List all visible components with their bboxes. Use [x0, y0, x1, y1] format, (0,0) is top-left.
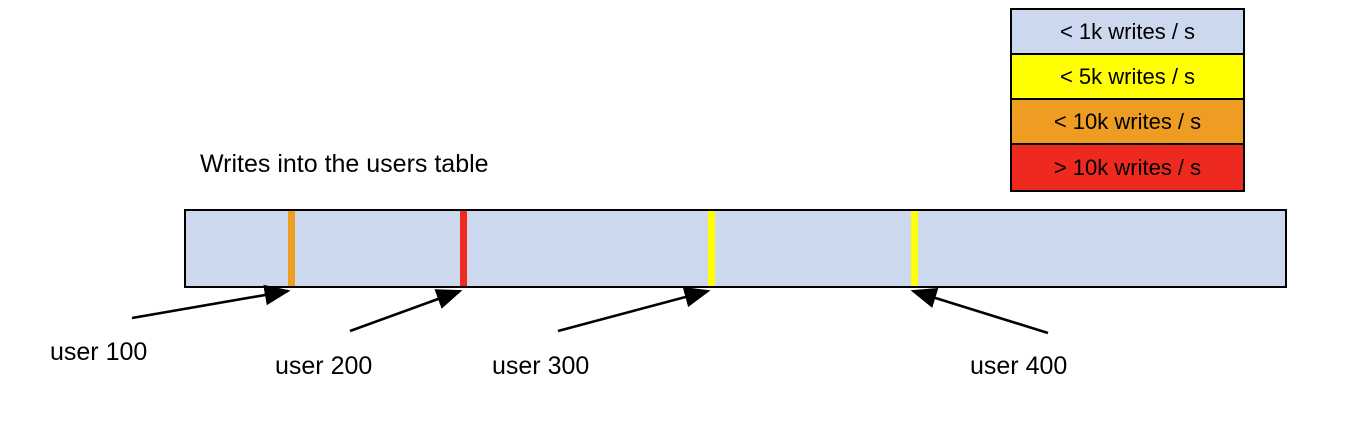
user-100-arrow: [131, 284, 291, 320]
callout-label-user-300: user 300: [492, 352, 590, 380]
legend-row-under-10k: < 10k writes / s: [1012, 100, 1243, 145]
legend-label-over-10k: > 10k writes / s: [1053, 154, 1202, 180]
legend: < 1k writes / s < 5k writes / s < 10k wr…: [1010, 8, 1245, 192]
user-400-arrow: [910, 288, 1049, 335]
chart-title: Writes into the users table: [200, 150, 489, 178]
user-300-arrow: [557, 286, 711, 333]
user-400-stripe: [911, 211, 918, 286]
legend-label-under-10k: < 10k writes / s: [1053, 108, 1202, 134]
legend-label-under-5k: < 5k writes / s: [1059, 63, 1196, 89]
legend-row-over-10k: > 10k writes / s: [1012, 145, 1243, 190]
user-100-stripe: [288, 211, 295, 286]
callout-label-user-400: user 400: [970, 352, 1068, 380]
user-200-arrow: [349, 289, 463, 333]
callout-label-user-200: user 200: [275, 352, 373, 380]
user-200-stripe: [460, 211, 467, 286]
users-table-band: [184, 209, 1287, 288]
legend-row-under-5k: < 5k writes / s: [1012, 55, 1243, 100]
legend-label-under-1k: < 1k writes / s: [1059, 18, 1196, 44]
legend-row-under-1k: < 1k writes / s: [1012, 10, 1243, 55]
callout-label-user-100: user 100: [50, 338, 148, 366]
user-300-stripe: [708, 211, 715, 286]
